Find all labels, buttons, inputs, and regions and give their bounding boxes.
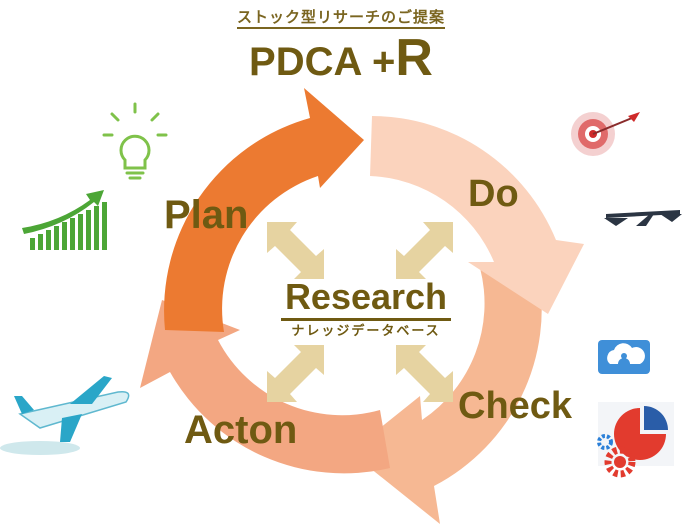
plan-arrow — [164, 88, 364, 332]
act-arrow — [140, 300, 390, 474]
do-arrow — [370, 116, 584, 314]
center-arrows — [267, 222, 453, 402]
title-main: PDCA + — [249, 40, 396, 84]
arrow-plan-research — [267, 222, 324, 279]
growth-chart-icon — [22, 190, 107, 250]
stage-do: Do — [468, 173, 519, 215]
target-icon — [571, 112, 640, 156]
check-arrow — [350, 268, 542, 524]
title-r: R — [395, 29, 433, 87]
arrow-do-research — [396, 222, 453, 279]
center-title-text: Research — [280, 276, 452, 321]
page-title: PDCA +R — [0, 32, 682, 86]
lightbulb-icon — [102, 102, 168, 180]
center-subtitle: ナレッジデータベース — [291, 324, 441, 339]
gears-icon — [597, 434, 636, 478]
arrow-check-research — [396, 345, 453, 402]
center-title: Research — [236, 276, 496, 321]
arrow-act-research — [267, 345, 324, 402]
balance-scale-icon — [604, 210, 682, 226]
airplane-icon — [0, 376, 130, 455]
stage-act: Acton — [184, 408, 298, 452]
stage-plan: Plan — [164, 193, 249, 237]
subtitle: ストック型リサーチのご提案 — [0, 6, 682, 29]
subtitle-text: ストック型リサーチのご提案 — [236, 8, 445, 29]
cloud-users-icon — [598, 340, 650, 374]
stage-check: Check — [458, 385, 573, 427]
